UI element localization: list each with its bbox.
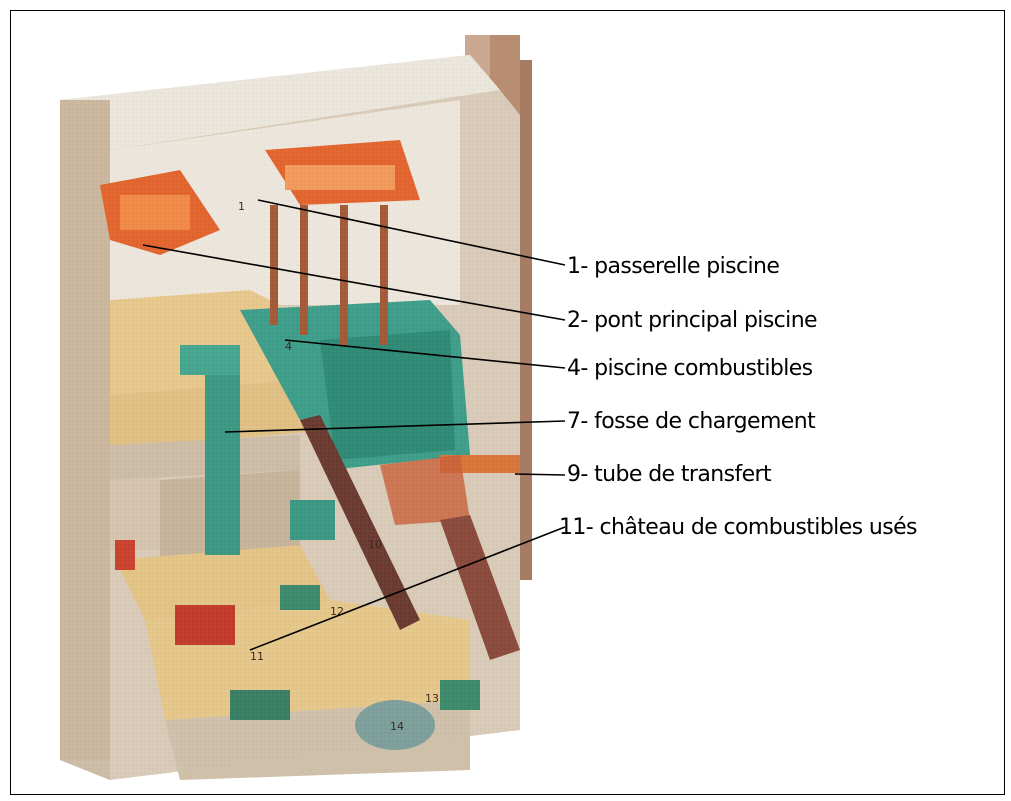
drawing-number-4: 4 — [285, 340, 292, 353]
leader-line-11 — [249, 526, 566, 651]
drawing-number-1: 1 — [238, 200, 245, 213]
drawing-number-13: 13 — [425, 692, 439, 705]
leader-line-4 — [284, 339, 566, 369]
leader-line-9 — [514, 473, 566, 476]
label-tube-de-transfert: 9- tube de transfert — [567, 462, 772, 487]
leader-line-1 — [257, 199, 566, 266]
drawing-number-10: 10 — [368, 538, 382, 551]
leader-lines — [142, 199, 566, 651]
leader-line-2 — [142, 244, 566, 321]
frame-border — [10, 10, 1005, 795]
label-piscine-combustibles: 4- piscine combustibles — [567, 356, 813, 381]
label-fosse-de-chargement: 7- fosse de chargement — [567, 409, 816, 434]
label-pont-principal-piscine: 2- pont principal piscine — [567, 308, 818, 333]
drawing-number-11: 11 — [250, 650, 264, 663]
label-chateau-de-combustibles-uses: 11- château de combustibles usés — [559, 515, 917, 540]
label-passerelle-piscine: 1- passerelle piscine — [567, 254, 780, 279]
drawing-number-14: 14 — [390, 720, 404, 733]
leader-line-7 — [224, 420, 566, 433]
